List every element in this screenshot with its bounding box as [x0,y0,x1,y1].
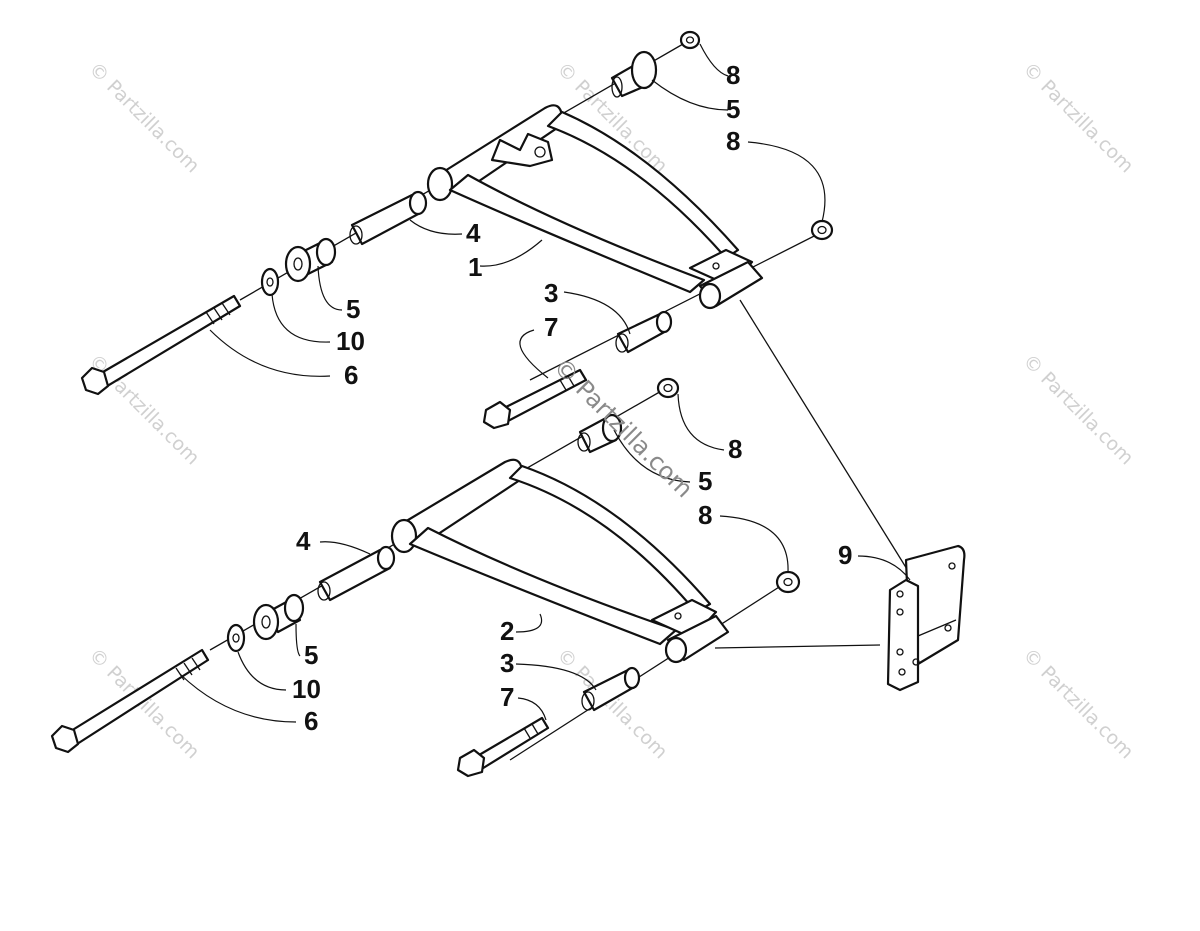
watermark-center: © Partzilla.com [548,352,699,503]
callout-lower-bolt-7: 7 [500,682,514,712]
callout-lower-bushing-4: 4 [296,526,311,556]
bracket-hole-7 [912,658,920,666]
callout-lower-arm-2: 2 [500,616,514,646]
bracket-front-plate [886,578,920,692]
upper-arm-left-bore [426,166,454,202]
callout-lower-left-bushing-5: 5 [304,640,318,670]
callout-lower-long-bolt-6: 6 [304,706,318,736]
callout-lower-bushing-3: 3 [500,648,514,678]
lower-arm-ball-joint-hole [674,612,682,620]
upper-right-nut [810,219,834,241]
lower-a-arm [390,458,730,664]
callout-upper-bushing-4: 4 [466,218,481,248]
watermark-top-right: © Partzilla.com [1018,58,1137,177]
upper-long-bolt [80,294,242,396]
callout-upper-top-bushing-5: 5 [726,94,740,124]
upper-left-bushing-4 [349,190,428,246]
callout-lower-washer-10: 10 [292,674,321,704]
callout-lower-top-nut-8: 8 [728,434,742,464]
lower-long-bolt [50,648,210,754]
bracket-cross-rib [917,619,957,637]
upper-top-nut [679,30,701,50]
upper-top-flanged-bushing [610,50,658,98]
callout-lower-top-bushing-5: 5 [698,466,712,496]
lower-front-axis [509,579,791,761]
bracket-hole-6 [944,624,952,632]
lower-left-bushing-4 [317,545,396,602]
callout-labels: 8 5 8 4 1 5 10 6 3 7 8 5 8 4 2 5 10 6 3 … [292,60,852,736]
upper-a-arm [426,104,764,310]
lower-left-flanged-bushing [252,593,305,641]
upper-left-flanged-bushing [284,237,337,283]
lower-washer [226,623,246,653]
callout-upper-right-nut-8: 8 [726,126,740,156]
lower-arm-front-bore [664,636,688,664]
watermark-middle-right: © Partzilla.com [1018,350,1137,469]
callout-upper-long-bolt-6: 6 [344,360,358,390]
leader-lines [179,43,911,723]
upper-front-bushing-3 [615,310,673,354]
callout-upper-washer-10: 10 [336,326,365,356]
callout-upper-bushing-3: 3 [544,278,558,308]
lower-short-bolt [456,716,550,778]
watermark-bottom-right: © Partzilla.com [1018,644,1137,763]
lower-arm-to-bracket-line [714,644,881,649]
upper-arm-rear-rail [448,173,706,294]
bracket-hole-5 [948,562,956,570]
upper-arm-front-bore [698,282,722,310]
mounting-bracket [886,544,966,692]
callout-upper-bolt-7: 7 [544,312,558,342]
watermark-middle-left: © Partzilla.com [84,350,203,469]
bracket-hole-1 [896,590,904,598]
bracket-hole-4 [898,668,906,676]
upper-short-bolt [482,368,588,430]
upper-washer [260,267,280,297]
callout-bracket-9: 9 [838,540,852,570]
lower-arm-front-rail [508,464,712,614]
watermark-top-left: © Partzilla.com [84,58,203,177]
upper-front-axis [529,227,831,381]
watermark-bottom-center: © Partzilla.com [552,644,671,763]
upper-arm-ball-joint-hole [712,262,720,270]
upper-arm-to-bracket-line [739,299,916,583]
lower-top-nut [656,377,680,399]
callout-upper-left-bushing-5: 5 [346,294,360,324]
callout-lower-right-nut-8: 8 [698,500,712,530]
upper-arm-shock-mount-hole [534,146,546,158]
lower-front-bushing-3 [581,666,641,712]
upper-fasteners [80,30,834,430]
lower-right-nut [775,570,801,594]
upper-arm-shock-mount [490,132,554,168]
bracket-hole-2 [896,608,904,616]
bracket-hole-3 [896,648,904,656]
upper-arm-front-rail [546,110,740,260]
callout-upper-arm-1: 1 [468,252,482,282]
callout-upper-top-nut-8: 8 [726,60,740,90]
lower-arm-left-bore [390,518,418,554]
